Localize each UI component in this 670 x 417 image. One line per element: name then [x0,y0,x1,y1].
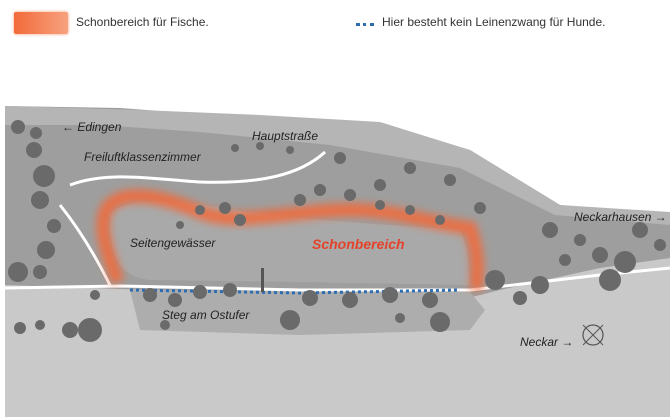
label-schonbereich: Schonbereich [312,236,405,252]
label-seitengewaesser: Seitengewässer [130,236,216,250]
land-strip [5,106,670,225]
legend: Schonbereich für Fische. Hier besteht ke… [0,0,670,40]
label-edingen: ← Edingen [62,120,122,134]
no-leash-zone [129,288,461,295]
path-west [58,204,112,286]
protected-area-legend-label: Schonbereich für Fische. [76,15,209,29]
label-steg: Steg am Ostufer [162,308,250,322]
pier [261,268,264,292]
side-water [109,201,471,285]
no-leash-legend-label: Hier besteht kein Leinenzwang für Hunde. [382,15,606,29]
label-hauptstrasse: Hauptstraße [252,129,319,143]
protected-area-swatch [14,12,68,34]
label-freiluftklassenzimmer: Freiluftklassenzimmer [84,150,201,164]
label-neckarhausen: Neckarhausen → [574,210,667,224]
island-east-bank [130,290,485,335]
road-hauptstrasse [69,150,327,187]
label-neckar: Neckar → [520,335,574,349]
trees [8,120,666,342]
protected-area-zone [96,189,485,291]
compass-icon [582,324,604,346]
no-leash-swatch [356,23,374,26]
